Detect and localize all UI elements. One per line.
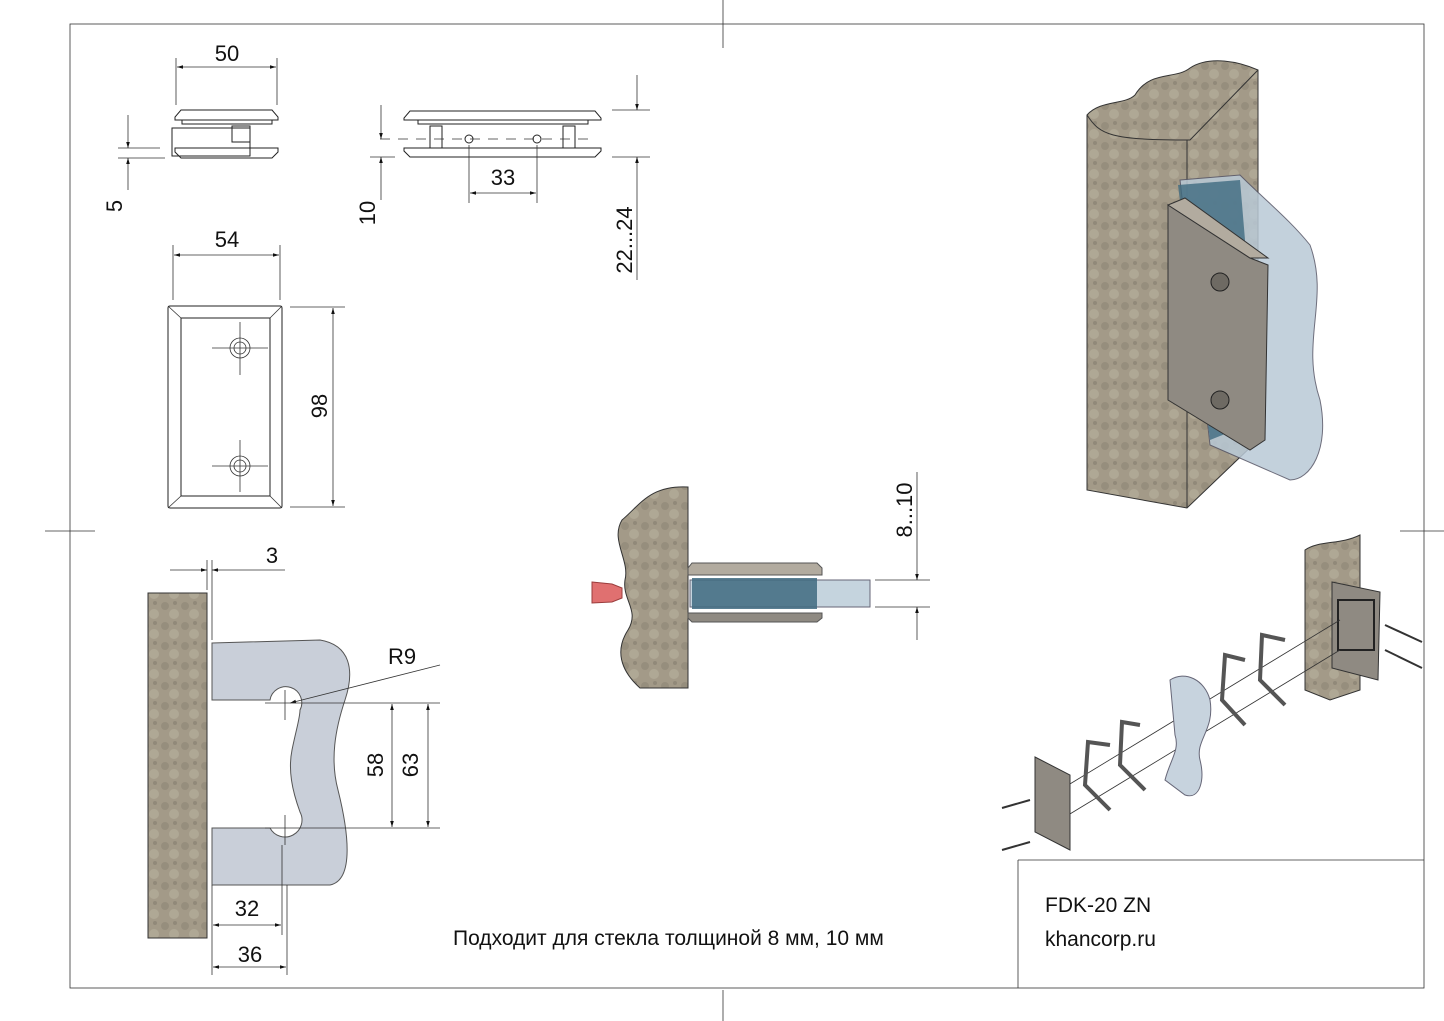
dim-inner-span: 58 (363, 753, 388, 777)
title-block: FDK-20 ZN khancorp.ru (1017, 859, 1424, 988)
dim-hole-spacing: 33 (491, 165, 515, 190)
plate-view: 54 98 (167, 227, 345, 509)
wall-anchor (591, 581, 623, 604)
caption: Подходит для стекла толщиной 8 мм, 10 мм (453, 927, 884, 950)
section-view: 8...10 (591, 472, 930, 689)
dim-height: 10 (355, 201, 380, 225)
dim-depth-inner: 32 (235, 896, 259, 921)
website: khancorp.ru (1045, 928, 1156, 951)
crop-marks (45, 0, 1444, 1021)
dim-wall-gap: 3 (266, 543, 278, 568)
drawing-frame (69, 23, 1425, 989)
glass-panel (211, 639, 351, 886)
front-view-clamp: 10 33 22...24 (355, 75, 650, 280)
isometric-assembly-view (1086, 60, 1324, 509)
wall-section (147, 592, 208, 939)
dim-plate-height: 98 (307, 394, 332, 418)
dim-depth-outer: 36 (238, 942, 262, 967)
dim-thickness-range: 22...24 (612, 206, 637, 273)
side-view-clamp: 50 5 (102, 41, 279, 212)
dim-gap: 5 (102, 200, 127, 212)
model-name: FDK-20 ZN (1045, 894, 1151, 917)
dim-radius: R9 (388, 644, 416, 669)
dim-plate-width: 54 (215, 227, 239, 252)
dim-glass-thickness: 8...10 (892, 482, 917, 537)
dim-top-width: 50 (215, 41, 239, 66)
exploded-view (1001, 534, 1423, 851)
gaskets (1082, 632, 1287, 812)
dim-outer-span: 63 (398, 753, 423, 777)
glass-cutout-view: 3 R9 58 63 32 36 (147, 543, 441, 975)
